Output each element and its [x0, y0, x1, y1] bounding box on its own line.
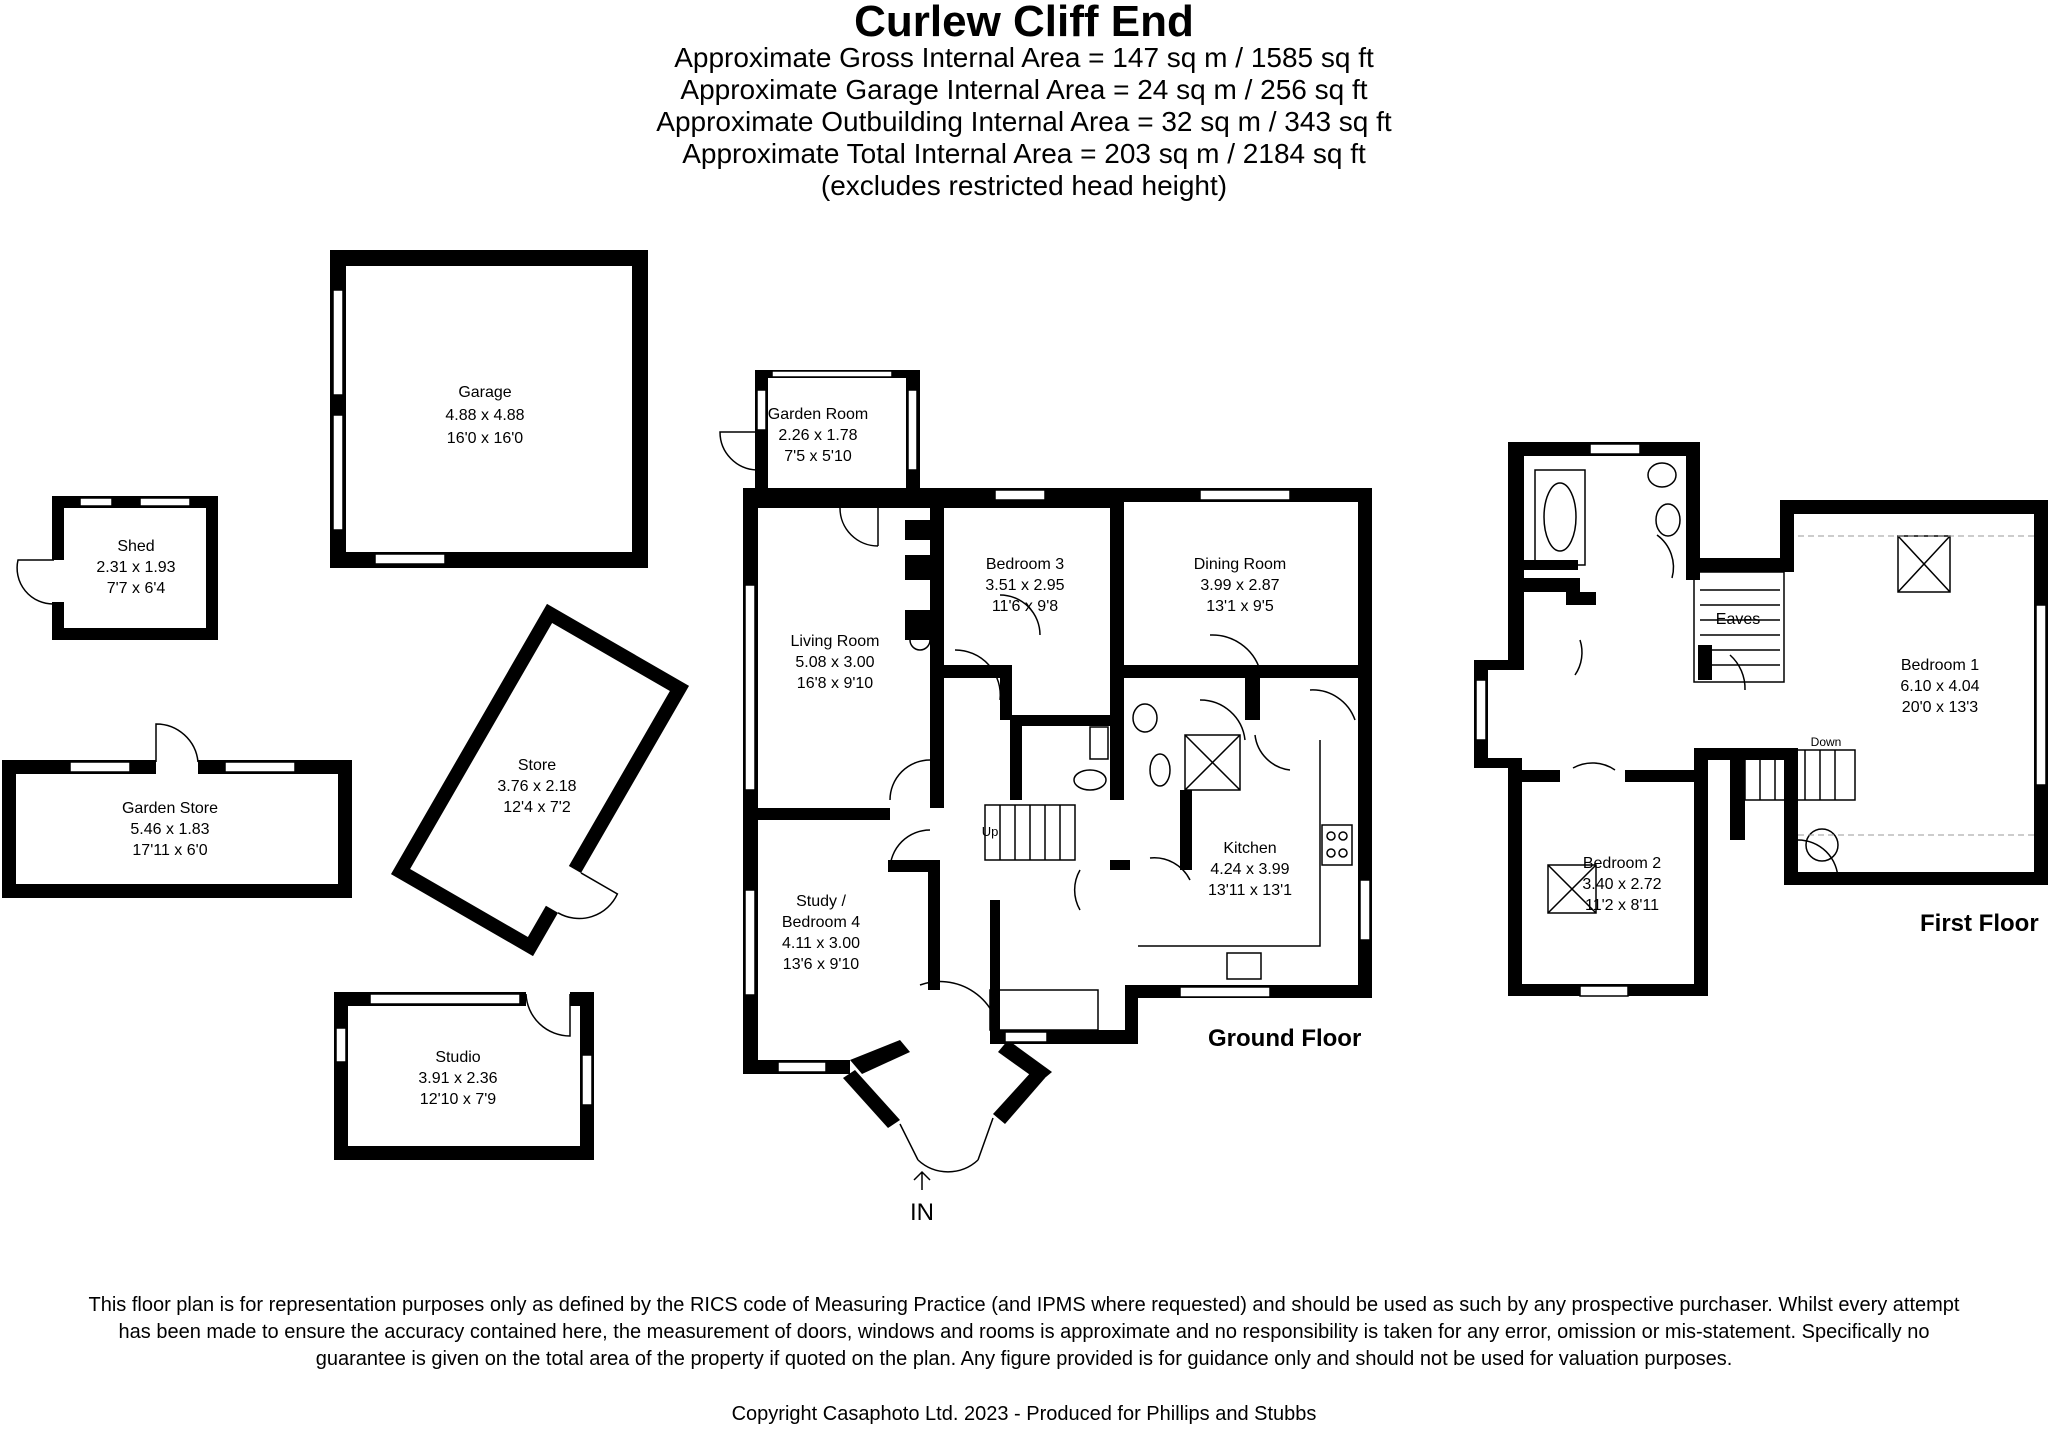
- svg-text:3.51 x 2.95: 3.51 x 2.95: [985, 577, 1064, 594]
- svg-text:Bedroom 2: Bedroom 2: [1583, 855, 1661, 872]
- svg-text:11'6 x 9'8: 11'6 x 9'8: [992, 598, 1058, 615]
- total-area-text: Approximate Total Internal Area = 203 sq…: [682, 138, 1366, 169]
- svg-text:4.88 x 4.88: 4.88 x 4.88: [445, 407, 524, 424]
- room-label-studio: Studio 3.91 x 2.36 12'10 x 7'9: [418, 1049, 497, 1108]
- svg-text:Shed: Shed: [117, 538, 154, 555]
- entrance-arrow-icon: [913, 1170, 931, 1190]
- ground-floor-outline: [719, 370, 1372, 1173]
- svg-text:3.76 x 2.18: 3.76 x 2.18: [497, 778, 576, 795]
- studio-outline: [334, 990, 594, 1160]
- garden-store-outline: [2, 723, 352, 898]
- svg-text:13'11 x 13'1: 13'11 x 13'1: [1208, 882, 1292, 899]
- svg-text:16'0 x 16'0: 16'0 x 16'0: [447, 430, 523, 447]
- svg-text:4.11 x 3.00: 4.11 x 3.00: [782, 935, 860, 952]
- svg-text:Kitchen: Kitchen: [1223, 840, 1276, 857]
- svg-text:13'1 x 9'5: 13'1 x 9'5: [1206, 598, 1274, 615]
- svg-text:16'8 x 9'10: 16'8 x 9'10: [797, 675, 873, 692]
- svg-text:5.46 x 1.83: 5.46 x 1.83: [130, 821, 209, 838]
- svg-text:3.99 x 2.87: 3.99 x 2.87: [1200, 577, 1279, 594]
- svg-text:Studio: Studio: [435, 1049, 480, 1066]
- first-floor-label: First Floor: [1920, 910, 2039, 937]
- room-label-garden-store: Garden Store 5.46 x 1.83 17'11 x 6'0: [122, 800, 218, 859]
- store-outline: [390, 603, 690, 957]
- first-floor-outline: [1474, 442, 2048, 997]
- stairs-down-label: Down: [1811, 735, 1842, 749]
- svg-text:Store: Store: [518, 757, 556, 774]
- svg-text:13'6 x 9'10: 13'6 x 9'10: [783, 956, 859, 973]
- gross-area-text: Approximate Gross Internal Area = 147 sq…: [674, 42, 1374, 73]
- entrance-label: IN: [910, 1199, 934, 1226]
- svg-text:Garage: Garage: [458, 384, 511, 401]
- svg-text:Study /: Study /: [796, 893, 846, 910]
- svg-text:12'10 x 7'9: 12'10 x 7'9: [420, 1091, 496, 1108]
- room-label-living-room: Living Room 5.08 x 3.00 16'8 x 9'10: [791, 633, 880, 692]
- ground-floor-label: Ground Floor: [1208, 1025, 1361, 1052]
- svg-text:Bedroom 3: Bedroom 3: [986, 556, 1064, 573]
- svg-text:5.08 x 3.00: 5.08 x 3.00: [795, 654, 874, 671]
- svg-text:7'7 x 6'4: 7'7 x 6'4: [107, 580, 166, 597]
- svg-text:Living Room: Living Room: [791, 633, 880, 650]
- outbuilding-area-text: Approximate Outbuilding Internal Area = …: [656, 106, 1392, 137]
- plan-title: Curlew Cliff End: [854, 0, 1194, 46]
- room-label-garden-room: Garden Room 2.26 x 1.78 7'5 x 5'10: [768, 406, 869, 465]
- svg-text:Bedroom 1: Bedroom 1: [1901, 657, 1979, 674]
- svg-text:Garden Store: Garden Store: [122, 800, 218, 817]
- room-label-bedroom-1: Bedroom 1 6.10 x 4.04 20'0 x 13'3: [1900, 657, 1979, 716]
- shed-outline: [16, 496, 218, 640]
- head-height-note: (excludes restricted head height): [820, 170, 1228, 201]
- svg-text:Dining Room: Dining Room: [1194, 556, 1286, 573]
- room-label-shed: Shed 2.31 x 1.93 7'7 x 6'4: [96, 538, 175, 597]
- svg-text:4.24 x 3.99: 4.24 x 3.99: [1210, 861, 1289, 878]
- svg-text:6.10 x 4.04: 6.10 x 4.04: [1900, 678, 1979, 695]
- room-label-garage: Garage 4.88 x 4.88 16'0 x 16'0: [445, 384, 524, 447]
- svg-text:2.31 x 1.93: 2.31 x 1.93: [96, 559, 175, 576]
- svg-text:11'2 x 8'11: 11'2 x 8'11: [1585, 897, 1659, 914]
- room-label-store: Store 3.76 x 2.18 12'4 x 7'2: [497, 757, 576, 816]
- copyright-text: Copyright Casaphoto Ltd. 2023 - Produced…: [731, 1403, 1317, 1425]
- svg-text:Bedroom 4: Bedroom 4: [782, 914, 860, 931]
- svg-text:3.91 x 2.36: 3.91 x 2.36: [418, 1070, 497, 1087]
- svg-text:20'0 x 13'3: 20'0 x 13'3: [1902, 699, 1978, 716]
- room-label-kitchen: Kitchen 4.24 x 3.99 13'11 x 13'1: [1208, 840, 1292, 899]
- svg-text:12'4 x 7'2: 12'4 x 7'2: [503, 799, 571, 816]
- eaves-label: Eaves: [1716, 611, 1760, 628]
- svg-text:7'5 x 5'10: 7'5 x 5'10: [784, 448, 852, 465]
- stairs-up-label: Up: [982, 824, 999, 839]
- room-label-study: Study / Bedroom 4 4.11 x 3.00 13'6 x 9'1…: [782, 893, 860, 973]
- room-label-bedroom-2: Bedroom 2 3.40 x 2.72 11'2 x 8'11: [1582, 855, 1661, 914]
- room-label-bedroom-3: Bedroom 3 3.51 x 2.95 11'6 x 9'8: [985, 556, 1064, 615]
- svg-text:17'11 x 6'0: 17'11 x 6'0: [132, 842, 207, 859]
- garage-area-text: Approximate Garage Internal Area = 24 sq…: [680, 74, 1368, 105]
- room-label-dining-room: Dining Room 3.99 x 2.87 13'1 x 9'5: [1194, 556, 1286, 615]
- garage-outline: [330, 250, 648, 568]
- svg-text:2.26 x 1.78: 2.26 x 1.78: [778, 427, 857, 444]
- svg-text:3.40 x 2.72: 3.40 x 2.72: [1582, 876, 1661, 893]
- disclaimer-text: This floor plan is for representation pu…: [88, 1294, 1960, 1370]
- svg-text:Garden Room: Garden Room: [768, 406, 869, 423]
